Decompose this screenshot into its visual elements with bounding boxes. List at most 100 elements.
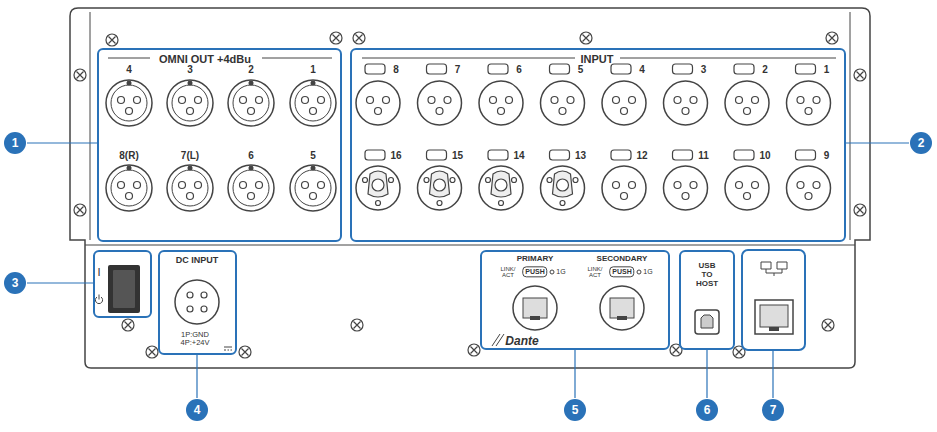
pin-hole [240, 182, 247, 189]
channel-number: 7 [455, 65, 461, 76]
screw [74, 69, 86, 81]
pin-hole [424, 178, 429, 183]
screw [330, 32, 342, 44]
push-label: PUSH [522, 266, 547, 277]
screw-head [106, 34, 118, 46]
xlr-female-jack [725, 64, 769, 125]
jack-latch [427, 150, 447, 160]
screw-slot [333, 35, 340, 42]
screw-slot [829, 35, 836, 42]
pin-hole [629, 182, 636, 189]
pin-hole [248, 193, 255, 200]
pin-hole [744, 108, 751, 115]
screw-head [468, 344, 480, 356]
pin-hole [674, 97, 681, 104]
channel-number: 3 [701, 65, 707, 76]
xlr-female-jack [787, 64, 831, 125]
jack-body [418, 81, 462, 125]
screw-slot [673, 347, 680, 354]
section-label: USB TO HOST [696, 262, 718, 288]
pin-hole [201, 292, 207, 298]
screw [122, 319, 134, 331]
jack-body [228, 165, 274, 211]
led-label: LINK/ ACT [500, 266, 515, 279]
pin-hole [490, 97, 497, 104]
screw [146, 346, 158, 358]
panel-section-box: USB TO HOST [679, 250, 735, 350]
jack-body [418, 166, 462, 210]
power-switch [108, 265, 140, 313]
pin-hole [256, 97, 263, 104]
screw-slot [736, 349, 743, 356]
channel-number: 16 [390, 151, 401, 162]
panel-outline [70, 8, 870, 368]
led-label: LINK/ ACT [587, 266, 602, 279]
pin-hole [690, 182, 697, 189]
callout-number: 2 [918, 137, 925, 150]
jack-latch [550, 150, 570, 160]
heading-rule [108, 58, 150, 59]
jack-latch [365, 64, 385, 74]
rj45-port [523, 298, 547, 318]
pin-hole [674, 182, 681, 189]
pin-hole [179, 182, 186, 189]
port-body [755, 300, 793, 334]
jack-key [127, 166, 132, 171]
xlr-male-jack [167, 165, 213, 211]
screw-head [239, 346, 251, 358]
port-insert [701, 315, 713, 328]
pin-hole [567, 97, 574, 104]
jack-key [249, 166, 254, 171]
pin-hole [690, 97, 697, 104]
jack-ring [295, 170, 331, 206]
screw-slot [109, 37, 116, 44]
pin-hole [134, 182, 141, 189]
channel-number: 4 [126, 65, 132, 76]
phone-socket [434, 179, 446, 191]
channel-number: 9 [824, 151, 830, 162]
pin-hole [813, 97, 820, 104]
pin-hole [187, 306, 193, 312]
led-label: 1G [556, 268, 565, 275]
xlr-female-jack [664, 64, 708, 125]
pin-hole [126, 108, 133, 115]
pin-hole [367, 97, 374, 104]
screw-head [351, 319, 363, 331]
channel-number: 5 [578, 65, 584, 76]
callout-number: 3 [12, 277, 19, 290]
jack-latch [734, 64, 754, 74]
panel-section-box: I [93, 250, 152, 318]
jack-body [541, 81, 585, 125]
pin-hole [813, 182, 820, 189]
channel-number: 12 [636, 151, 647, 162]
screw-slot [825, 322, 832, 329]
channel-number: 2 [248, 65, 254, 76]
section-label: PRIMARY [517, 255, 554, 264]
jack-body [664, 81, 708, 125]
channel-number: 8(R) [119, 151, 138, 162]
screw [239, 346, 251, 358]
rj45-clip [617, 316, 627, 320]
xlr-female-jack [602, 64, 646, 125]
led-label: 1G [643, 268, 652, 275]
screw-slot [356, 35, 363, 42]
screw [854, 69, 866, 81]
rj45-clip [530, 316, 540, 320]
leader-line [846, 142, 909, 143]
pin-hole [389, 178, 394, 183]
section-label: DC INPUT [176, 256, 219, 266]
jack-ring [172, 170, 208, 206]
jack-body [541, 166, 585, 210]
pin-hole [437, 201, 442, 206]
leader-line [27, 142, 97, 143]
pin-hole [551, 97, 558, 104]
jack-body [513, 286, 557, 330]
pin-hole [499, 201, 504, 206]
section-label: I [97, 266, 100, 278]
channel-number: 8 [393, 65, 399, 76]
jack-key [127, 81, 132, 86]
ethercon-connector [600, 270, 644, 330]
callout-number: 4 [194, 404, 201, 417]
jack-body [290, 80, 336, 126]
